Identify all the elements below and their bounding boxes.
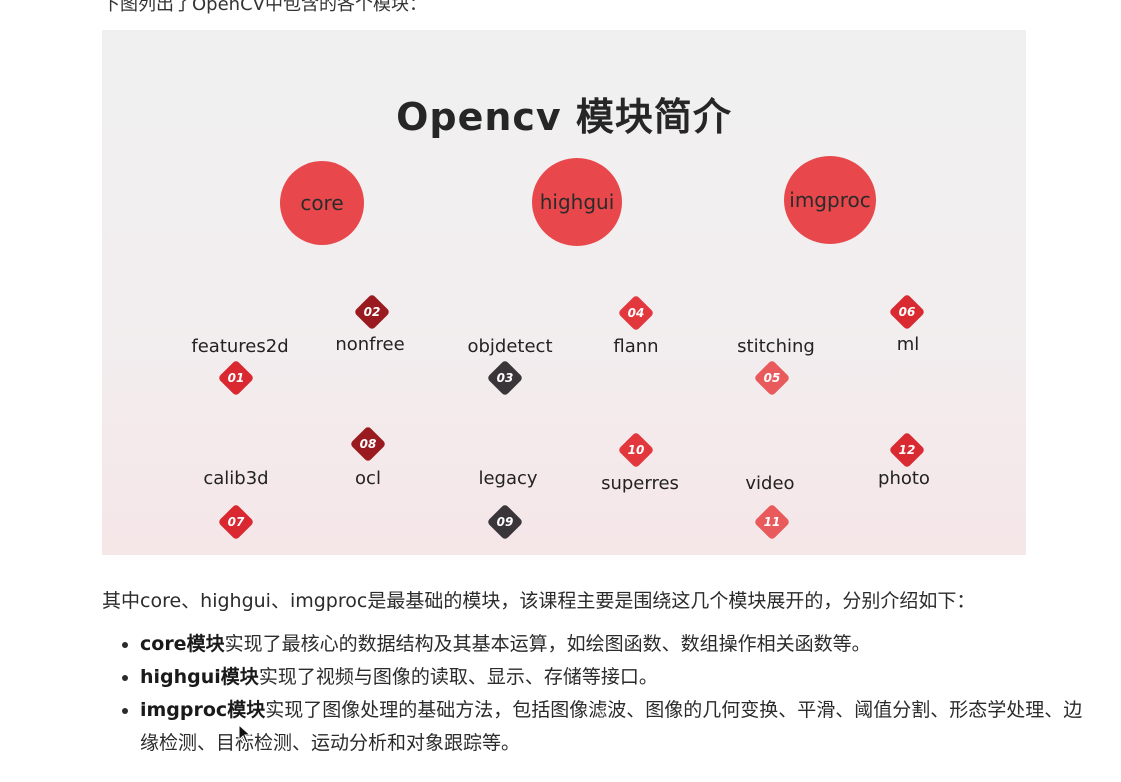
module-label-video: video (745, 473, 795, 494)
diamond-10-number: 10 (627, 443, 645, 457)
diamond-01-number: 01 (227, 371, 245, 385)
diamond-12-number: 12 (898, 443, 916, 457)
diamond-11-number: 11 (763, 515, 781, 529)
opencv-modules-figure: Opencv 模块简介 core highgui imgproc feature… (102, 30, 1026, 555)
module-label-nonfree: nonfree (335, 334, 405, 355)
diamond-02-number: 02 (363, 305, 381, 319)
list-item-core-title: core模块 (140, 633, 225, 655)
module-description-list: core模块实现了最核心的数据结构及其基本运算，如绘图函数、数组操作相关函数等。… (102, 628, 1100, 760)
module-label-features2d: features2d (191, 336, 289, 357)
list-item-highgui-text: 实现了视频与图像的读取、显示、存储等接口。 (258, 666, 658, 688)
list-item-highgui: highgui模块实现了视频与图像的读取、显示、存储等接口。 (140, 661, 1100, 694)
module-label-calib3d: calib3d (203, 468, 269, 489)
module-label-objdetect: objdetect (467, 336, 553, 357)
list-item-core-text: 实现了最核心的数据结构及其基本运算，如绘图函数、数组操作相关函数等。 (224, 633, 871, 655)
list-item-core: core模块实现了最核心的数据结构及其基本运算，如绘图函数、数组操作相关函数等。 (140, 628, 1100, 661)
module-label-ocl: ocl (355, 468, 381, 489)
imgproc-circle: imgproc (784, 156, 876, 244)
module-label-photo: photo (878, 468, 930, 489)
list-item-highgui-title: highgui模块 (140, 666, 259, 688)
list-item-imgproc: imgproc模块实现了图像处理的基础方法，包括图像滤波、图像的几何变换、平滑、… (140, 694, 1100, 760)
module-label-stitching: stitching (737, 336, 815, 357)
figure-title: Opencv 模块简介 (396, 95, 732, 139)
module-label-superres: superres (601, 473, 679, 494)
module-label-flann: flann (613, 336, 659, 357)
list-item-imgproc-text: 实现了图像处理的基础方法，包括图像滤波、图像的几何变换、平滑、阈值分割、形态学处… (140, 699, 1083, 754)
module-label-ml: ml (896, 334, 920, 355)
highgui-circle: highgui (532, 158, 622, 246)
diamond-05-number: 05 (763, 371, 781, 385)
diamond-09-number: 09 (496, 515, 514, 529)
diamond-04-number: 04 (627, 306, 645, 320)
preceding-paragraph: 下图列出了OpenCV中包含的各个模块： (102, 0, 427, 15)
diamond-07-number: 07 (227, 515, 245, 529)
mouse-cursor-icon (238, 724, 252, 744)
list-item-imgproc-title: imgproc模块 (140, 699, 266, 721)
diamond-06-number: 06 (898, 305, 916, 319)
core-circle: core (280, 161, 364, 245)
diamond-03-number: 03 (496, 371, 514, 385)
diamond-08-number: 08 (359, 437, 377, 451)
intro-paragraph: 其中core、highgui、imgproc是最基础的模块，该课程主要是围绕这几… (102, 590, 976, 612)
module-label-legacy: legacy (478, 468, 538, 489)
